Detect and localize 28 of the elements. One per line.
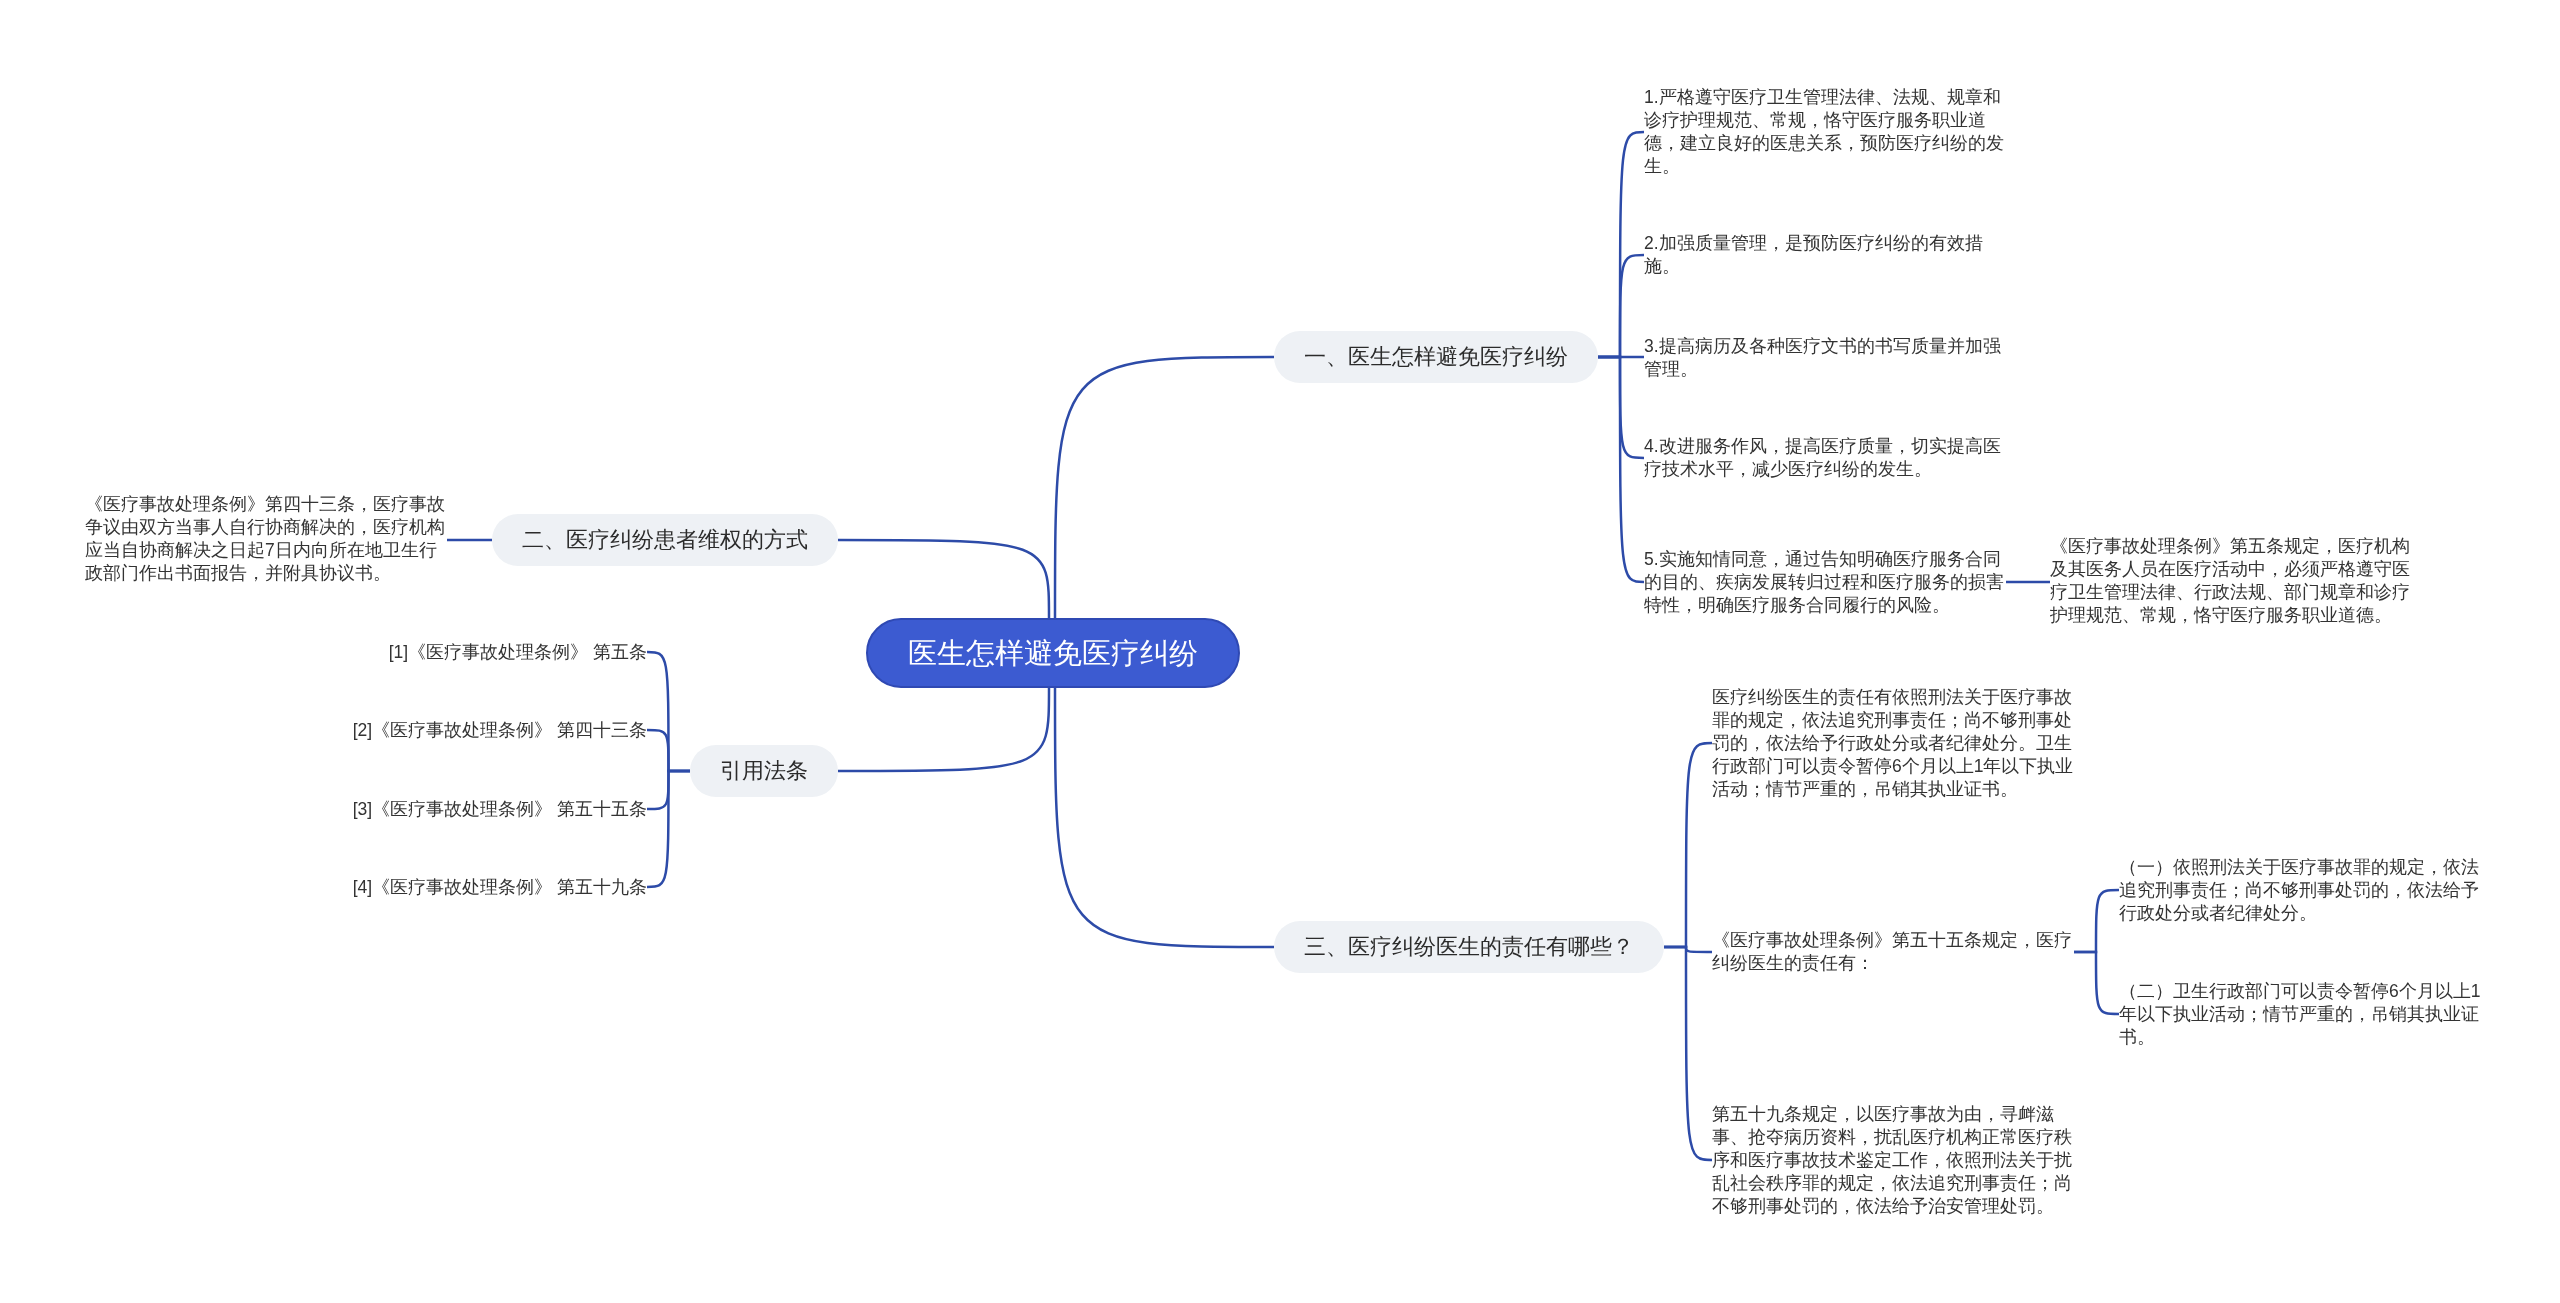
detail-text: （一）依照刑法关于医疗事故罪的规定，依法追究刑事责任；尚不够刑事处罚的，依法给予行政处分或者纪律处分。 bbox=[2119, 855, 2481, 925]
connector-line bbox=[838, 688, 1051, 773]
detail-text: 2.加强质量管理，是预防医疗纠纷的有效措施。 bbox=[1644, 232, 2006, 278]
detail-text: 3.提高病历及各种医疗文书的书写质量并加强管理。 bbox=[1644, 335, 2006, 381]
topic-box: 引用法条 bbox=[690, 745, 838, 797]
topic-box: 一、医生怎样避免医疗纠纷 bbox=[1274, 331, 1598, 383]
topic-box: 三、医疗纠纷医生的责任有哪些？ bbox=[1274, 921, 1664, 973]
connector-line bbox=[1598, 355, 1645, 584]
topic-box: 二、医疗纠纷患者维权的方式 bbox=[492, 514, 838, 566]
reference-text: [4]《医疗事故处理条例》 第五十九条 bbox=[352, 875, 647, 899]
detail-text: 1.严格遵守医疗卫生管理法律、法规、规章和诊疗护理规范、常规，恪守医疗服务职业道德，建立良好的医患关系，预防医疗纠纷的发生。 bbox=[1644, 86, 2006, 178]
detail-text: 4.改进服务作风，提高医疗质量，切实提高医疗技术水平，减少医疗纠纷的发生。 bbox=[1644, 435, 2006, 481]
connector-line bbox=[838, 538, 1051, 618]
detail-text: 第五十九条规定，以医疗事故为由，寻衅滋事、抢夺病历资料，扰乱医疗机构正常医疗秩序和医疗事故技术鉴定工作，依照刑法关于扰乱社会秩序罪的规定，依法追究刑事责任；尚不够刑事处罚的，依法给予治安管理处罚。 bbox=[1712, 1102, 2074, 1218]
connector-line bbox=[447, 538, 492, 542]
connector-line bbox=[1053, 355, 1274, 618]
reference-text: [1]《医疗事故处理条例》 第五条 bbox=[388, 640, 647, 664]
detail-text: （二）卫生行政部门可以责令暂停6个月以上1年以下执业活动；情节严重的，吊销其执业证书。 bbox=[2119, 979, 2481, 1049]
detail-text: 《医疗事故处理条例》第四十三条，医疗事故争议由双方当事人自行协商解决的，医疗机构应当自协商解决之日起7日内向所在地卫生行政部门作出书面报告，并附具协议书。 bbox=[85, 493, 447, 585]
connector-line bbox=[2006, 580, 2050, 584]
detail-text: 《医疗事故处理条例》第五条规定，医疗机构及其医务人员在医疗活动中，必须严格遵守医疗卫生管理法律、行政法规、部门规章和诊疗护理规范、常规，恪守医疗服务职业道德。 bbox=[2050, 535, 2412, 627]
detail-text: 5.实施知情同意，通过告知明确医疗服务合同的目的、疾病发展转归过程和医疗服务的损害特性，明确医疗服务合同履行的风险。 bbox=[1644, 547, 2006, 617]
detail-text: 《医疗事故处理条例》第五十五条规定，医疗纠纷医生的责任有： bbox=[1712, 929, 2074, 975]
connector-line bbox=[1053, 688, 1274, 949]
reference-text: [3]《医疗事故处理条例》 第五十五条 bbox=[352, 797, 647, 821]
central-topic: 医生怎样避免医疗纠纷 bbox=[866, 618, 1240, 688]
reference-text: [2]《医疗事故处理条例》 第四十三条 bbox=[352, 718, 647, 742]
detail-text: 医疗纠纷医生的责任有依照刑法关于医疗事故罪的规定，依法追究刑事责任；尚不够刑事处罚的，依法给予行政处分或者纪律处分。卫生行政部门可以责令暂停6个月以上1年以下执业活动；情节严重的，吊销其执业证书。 bbox=[1712, 685, 2074, 801]
